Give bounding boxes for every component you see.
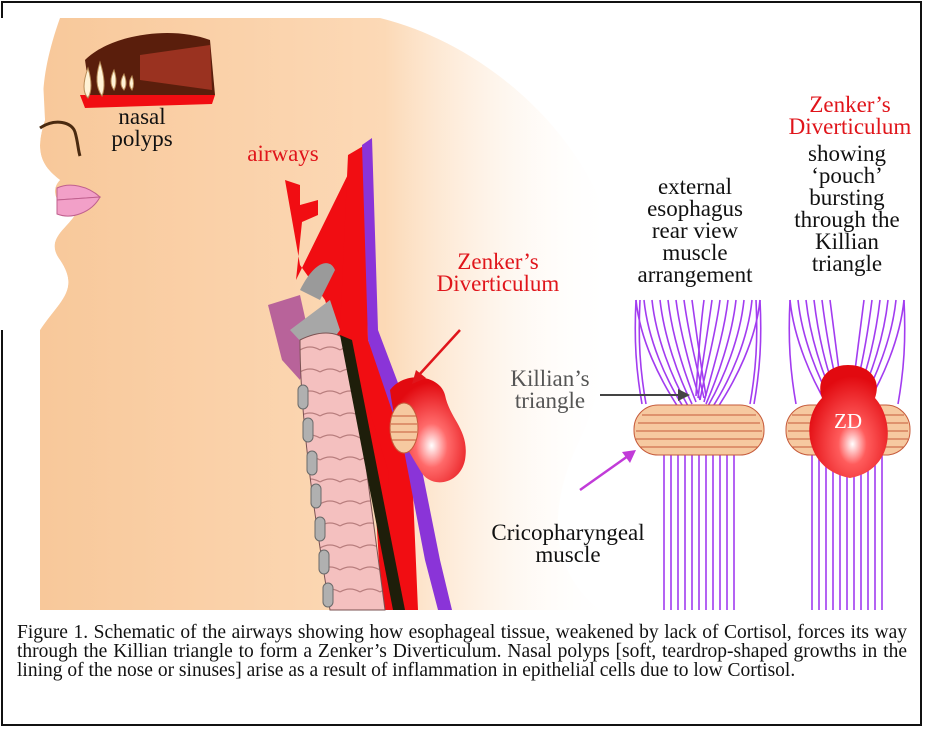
cricopharyngeal-left — [390, 403, 418, 453]
airways-label: airways — [228, 143, 338, 165]
lower-muscle-fibers — [664, 452, 734, 610]
figure-caption: Figure 1. Schematic of the airways showi… — [17, 623, 907, 680]
zd-label: ZD — [820, 410, 876, 432]
upper-muscle-fibers — [635, 300, 761, 410]
cricopharyngeal-arrow — [580, 456, 628, 490]
cricopharyngeal-band — [634, 405, 764, 455]
